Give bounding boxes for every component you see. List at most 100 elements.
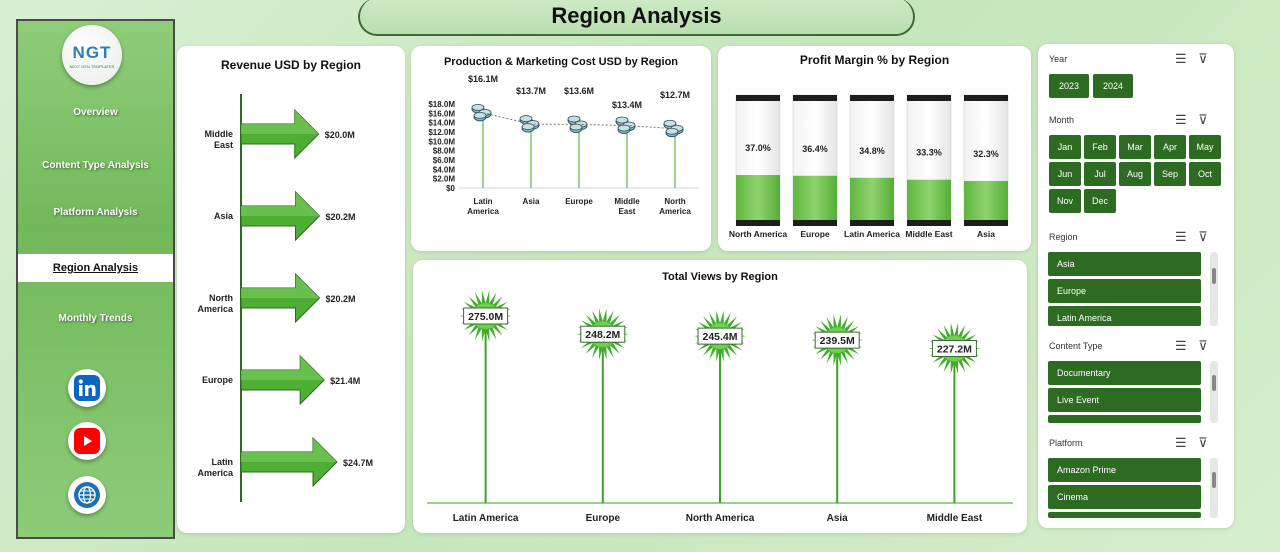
cost-ytick: $8.0M xyxy=(433,147,456,156)
cost-coin-marker xyxy=(663,119,684,138)
multi-select-icon[interactable]: ☰ xyxy=(1175,229,1187,244)
month-option-apr[interactable]: Apr xyxy=(1154,135,1186,159)
profit-data-label: 36.4% xyxy=(802,144,828,154)
month-option-jul[interactable]: Jul xyxy=(1084,162,1116,186)
cost-category-label: Europe xyxy=(565,197,593,206)
revenue-data-label: $20.2M xyxy=(326,212,356,222)
platform-slicer-title: Platform xyxy=(1049,438,1083,448)
views-label-box xyxy=(931,340,977,358)
cost-ytick: $16.0M xyxy=(428,109,455,118)
clear-filter-icon[interactable]: ⊽ xyxy=(1198,112,1208,127)
platform-option[interactable]: Cinema xyxy=(1048,485,1201,509)
cost-ytick: $6.0M xyxy=(433,156,456,165)
month-option-dec[interactable]: Dec xyxy=(1084,189,1116,213)
region-option[interactable]: Latin America xyxy=(1048,306,1201,326)
sidebar-item-monthly-trends[interactable]: Monthly Trends xyxy=(58,313,133,324)
region-option[interactable]: Europe xyxy=(1048,279,1201,303)
profit-cap-bottom xyxy=(850,220,894,226)
profit-cap-top xyxy=(964,95,1008,101)
platform-slicer-icons: ☰ ⊽ xyxy=(1175,435,1208,451)
content-type-option[interactable]: Live Event xyxy=(1048,388,1201,412)
revenue-data-label: $21.4M xyxy=(330,376,360,386)
content-type-option[interactable]: Documentary xyxy=(1048,361,1201,385)
year-option-2024[interactable]: 2024 xyxy=(1093,74,1133,98)
views-data-label: 275.0M xyxy=(468,311,503,323)
views-data-label: 248.2M xyxy=(585,329,620,341)
website-button[interactable] xyxy=(68,476,106,514)
multi-select-icon[interactable]: ☰ xyxy=(1175,112,1187,127)
linkedin-button[interactable] xyxy=(68,369,106,407)
youtube-button[interactable] xyxy=(68,422,106,460)
profit-cap-bottom xyxy=(964,220,1008,226)
month-option-sep[interactable]: Sep xyxy=(1154,162,1186,186)
clear-filter-icon[interactable]: ⊽ xyxy=(1198,229,1208,244)
revenue-category-label: Asia xyxy=(214,211,234,221)
month-option-aug[interactable]: Aug xyxy=(1119,162,1151,186)
profit-category-label: Latin America xyxy=(844,229,900,239)
region-option[interactable]: Asia xyxy=(1048,252,1201,276)
cost-coin-marker xyxy=(615,116,636,134)
content-type-scrollbar[interactable] xyxy=(1210,361,1218,423)
month-option-oct[interactable]: Oct xyxy=(1189,162,1221,186)
content-type-option-partial[interactable] xyxy=(1048,415,1201,423)
month-option-jan[interactable]: Jan xyxy=(1049,135,1081,159)
youtube-icon xyxy=(74,428,100,454)
profit-bar xyxy=(850,177,894,222)
multi-select-icon[interactable]: ☰ xyxy=(1175,338,1187,353)
logo: NGT NEXT GEN TEMPLATES xyxy=(62,25,122,85)
profit-cap-top xyxy=(736,95,780,101)
sidebar-item-content-type-analysis[interactable]: Content Type Analysis xyxy=(42,160,149,171)
cost-data-label: $12.7M xyxy=(660,90,690,100)
multi-select-icon[interactable]: ☰ xyxy=(1175,51,1187,66)
views-category-label: Middle East xyxy=(927,513,983,524)
platform-scrollbar[interactable] xyxy=(1210,458,1218,518)
views-label-box xyxy=(697,327,743,345)
revenue-bar-highlight xyxy=(241,192,320,216)
revenue-data-label: $24.7M xyxy=(343,458,373,468)
profit-bar xyxy=(736,175,780,222)
views-category-label: Latin America xyxy=(453,513,519,524)
year-option-2023[interactable]: 2023 xyxy=(1049,74,1089,98)
views-label-box xyxy=(463,307,509,325)
month-option-feb[interactable]: Feb xyxy=(1084,135,1116,159)
views-data-label: 239.5M xyxy=(820,335,855,347)
profit-chart-title: Profit Margin % by Region xyxy=(799,53,950,67)
sidebar-item-platform-analysis[interactable]: Platform Analysis xyxy=(53,207,138,218)
cost-data-label: $13.4M xyxy=(612,100,642,110)
globe-icon xyxy=(74,482,100,508)
month-option-jun[interactable]: Jun xyxy=(1049,162,1081,186)
logo-subtext: NEXT GEN TEMPLATES xyxy=(69,64,115,69)
sidebar-item-overview[interactable]: Overview xyxy=(73,107,118,118)
platform-option[interactable]: Amazon Prime xyxy=(1048,458,1201,482)
profit-panel: Profit Margin % by Region 37.0%North Ame… xyxy=(718,46,1031,251)
cost-coin-marker xyxy=(567,115,588,134)
profit-cap-top xyxy=(793,95,837,101)
cost-chart: $0$2.0M$4.0M$6.0M$8.0M$10.0M$12.0M$14.0M… xyxy=(428,74,699,216)
cost-data-label: $16.1M xyxy=(468,74,498,84)
year-slicer-icons: ☰ ⊽ xyxy=(1175,51,1208,67)
cost-trend-line xyxy=(482,112,676,130)
sidebar-item-region-analysis[interactable]: Region Analysis xyxy=(18,254,173,282)
cost-ytick: $0 xyxy=(446,184,455,193)
cost-coin-marker xyxy=(471,103,492,122)
month-option-may[interactable]: May xyxy=(1189,135,1221,159)
clear-filter-icon[interactable]: ⊽ xyxy=(1198,338,1208,353)
month-option-nov[interactable]: Nov xyxy=(1049,189,1081,213)
cost-coin-marker xyxy=(519,115,540,133)
multi-select-icon[interactable]: ☰ xyxy=(1175,435,1187,450)
month-option-mar[interactable]: Mar xyxy=(1119,135,1151,159)
clear-filter-icon[interactable]: ⊽ xyxy=(1198,435,1208,450)
platform-option-partial[interactable] xyxy=(1048,512,1201,518)
cost-data-label: $13.7M xyxy=(516,86,546,96)
region-scrollbar[interactable] xyxy=(1210,252,1218,326)
clear-filter-icon[interactable]: ⊽ xyxy=(1198,51,1208,66)
views-data-label: 245.4M xyxy=(702,331,737,343)
